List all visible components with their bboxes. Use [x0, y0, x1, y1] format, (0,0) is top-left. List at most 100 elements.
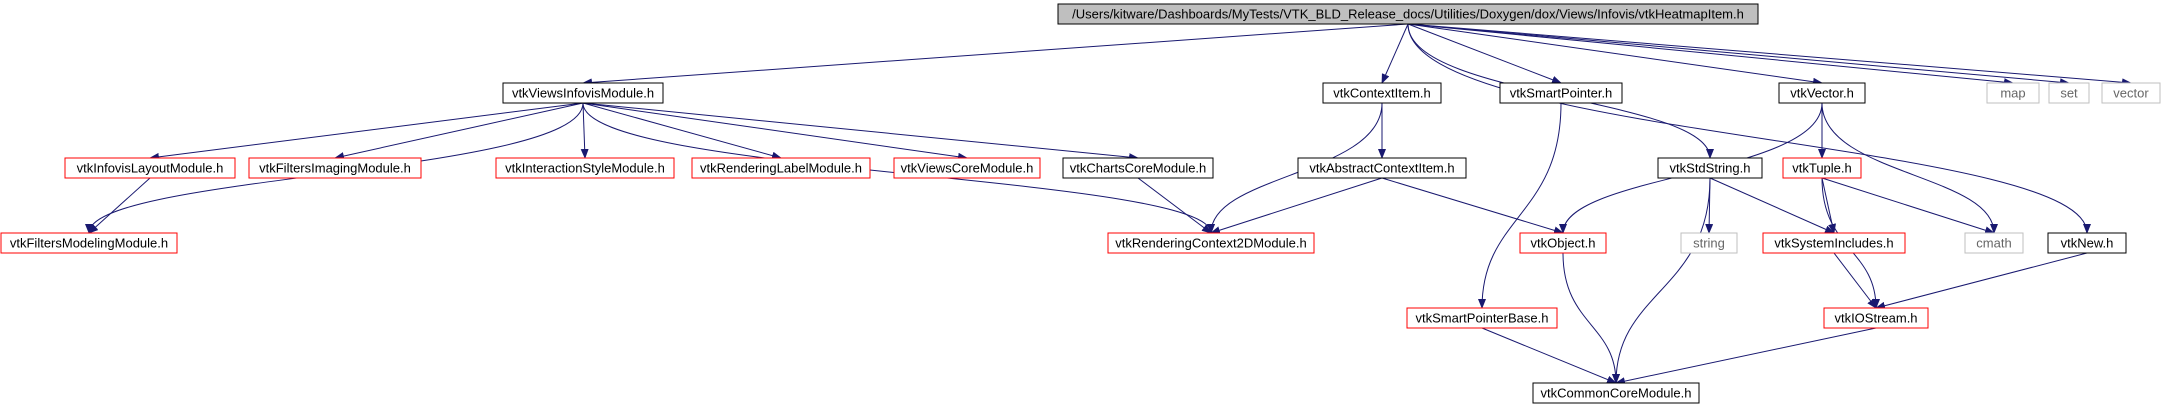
edge-root-to-contextitem: [1381, 23, 1409, 84]
edge-viewsinfovis-to-viewscore: [582, 102, 968, 161]
node-box: [1107, 232, 1315, 254]
edge-root-to-smartpointer: [1407, 23, 1562, 84]
node-box: [1680, 232, 1738, 254]
node-label: set: [2060, 86, 2078, 101]
edge-vector_h-to-cmath: [1821, 102, 1998, 234]
node-box: [691, 157, 871, 179]
node-viewsinfovis[interactable]: vtkViewsInfovisModule.h: [502, 82, 664, 104]
edge-root-to-viewsinfovis: [582, 23, 1409, 87]
node-label: vtkInfovisLayoutModule.h: [77, 161, 224, 176]
node-infovislayout[interactable]: vtkInfovisLayoutModule.h: [64, 157, 236, 179]
edge-viewsinfovis-to-renderinglabel: [582, 102, 782, 160]
node-filtersmodeling[interactable]: vtkFiltersModelingModule.h: [0, 232, 178, 254]
node-box: [1057, 3, 1759, 25]
node-contextitem[interactable]: vtkContextItem.h: [1322, 82, 1442, 104]
node-label: vtkTuple.h: [1792, 161, 1852, 176]
node-label: vtkChartsCoreModule.h: [1070, 161, 1207, 176]
node-label: vtkCommonCoreModule.h: [1540, 386, 1691, 401]
node-label: vtkFiltersImagingModule.h: [259, 161, 411, 176]
node-box: [1406, 307, 1558, 329]
node-viewscore[interactable]: vtkViewsCoreModule.h: [893, 157, 1041, 179]
edge-abstractcontextitem-to-object: [1381, 177, 1564, 235]
node-label: vtkAbstractContextItem.h: [1309, 161, 1454, 176]
node-box: [2101, 82, 2161, 104]
node-box: [64, 157, 236, 179]
node-label: vtkObject.h: [1530, 236, 1595, 251]
nodes-layer: /Users/kitware/Dashboards/MyTests/VTK_BL…: [0, 3, 2161, 404]
edge-object-to-commoncore: [1562, 252, 1620, 384]
node-box: [1532, 382, 1700, 404]
node-renderingcontext2d[interactable]: vtkRenderingContext2DModule.h: [1107, 232, 1315, 254]
node-label: vtkRenderingLabelModule.h: [700, 161, 862, 176]
node-label: vtkContextItem.h: [1333, 86, 1431, 101]
node-map: map: [1986, 82, 2040, 104]
node-label: string: [1693, 236, 1725, 251]
node-box: [1778, 82, 1866, 104]
node-box: [1322, 82, 1442, 104]
node-string: string: [1680, 232, 1738, 254]
node-box: [1062, 157, 1214, 179]
edge-root-to-set: [1407, 23, 2070, 87]
edge-root-to-vector_h: [1407, 23, 1823, 86]
node-box: [1297, 157, 1467, 179]
edge-root-to-vector: [1407, 23, 2132, 87]
node-box: [0, 232, 178, 254]
node-systemincludes[interactable]: vtkSystemIncludes.h: [1762, 232, 1906, 254]
node-box: [1964, 232, 2024, 254]
node-object[interactable]: vtkObject.h: [1519, 232, 1607, 254]
node-root[interactable]: /Users/kitware/Dashboards/MyTests/VTK_BL…: [1057, 3, 1759, 25]
edge-stdstring-to-commoncore: [1612, 177, 1711, 384]
edge-root-to-new_h: [1407, 23, 2091, 234]
node-label: vtkInteractionStyleModule.h: [505, 161, 665, 176]
node-chartscore[interactable]: vtkChartsCoreModule.h: [1062, 157, 1214, 179]
edge-new_h-to-iostream: [1875, 252, 2088, 310]
node-label: vector: [2113, 86, 2149, 101]
edge-abstractcontextitem-to-renderingcontext2d: [1210, 177, 1383, 235]
edge-chartscore-to-renderingcontext2d: [1137, 177, 1212, 234]
edge-viewsinfovis-to-chartscore: [582, 102, 1139, 162]
node-vector: vector: [2101, 82, 2161, 104]
node-box: [495, 157, 675, 179]
node-box: [1519, 232, 1607, 254]
node-label: map: [2000, 86, 2025, 101]
node-smartpointerbase[interactable]: vtkSmartPointerBase.h: [1406, 307, 1558, 329]
node-label: vtkViewsCoreModule.h: [901, 161, 1034, 176]
node-label: /Users/kitware/Dashboards/MyTests/VTK_BL…: [1072, 7, 1744, 22]
node-set: set: [2048, 82, 2090, 104]
node-smartpointer[interactable]: vtkSmartPointer.h: [1499, 82, 1623, 104]
node-label: vtkRenderingContext2DModule.h: [1115, 236, 1307, 251]
edge-tuple-to-cmath: [1821, 177, 1995, 235]
node-label: vtkSmartPointer.h: [1510, 86, 1613, 101]
node-box: [502, 82, 664, 104]
edge-root-to-map: [1407, 23, 2014, 87]
node-vector_h[interactable]: vtkVector.h: [1778, 82, 1866, 104]
node-label: vtkSystemIncludes.h: [1774, 236, 1893, 251]
node-iostream[interactable]: vtkIOStream.h: [1823, 307, 1929, 329]
node-new_h[interactable]: vtkNew.h: [2047, 232, 2127, 254]
node-stdstring[interactable]: vtkStdString.h: [1657, 157, 1763, 179]
node-box: [1823, 307, 1929, 329]
edge-viewsinfovis-to-filtersimaging: [334, 102, 584, 160]
node-tuple[interactable]: vtkTuple.h: [1782, 157, 1862, 179]
node-box: [1657, 157, 1763, 179]
node-commoncore[interactable]: vtkCommonCoreModule.h: [1532, 382, 1700, 404]
edge-viewsinfovis-to-infovislayout: [149, 102, 584, 161]
node-box: [1499, 82, 1623, 104]
node-abstractcontextitem[interactable]: vtkAbstractContextItem.h: [1297, 157, 1467, 179]
node-renderinglabel[interactable]: vtkRenderingLabelModule.h: [691, 157, 871, 179]
node-label: vtkIOStream.h: [1834, 311, 1917, 326]
node-box: [893, 157, 1041, 179]
node-interactionstyle[interactable]: vtkInteractionStyleModule.h: [495, 157, 675, 179]
edge-smartpointerbase-to-commoncore: [1481, 327, 1617, 384]
node-box: [248, 157, 422, 179]
node-label: cmath: [1976, 236, 2011, 251]
node-label: vtkVector.h: [1790, 86, 1854, 101]
edge-viewsinfovis-to-interactionstyle: [580, 102, 589, 159]
node-label: vtkFiltersModelingModule.h: [10, 236, 168, 251]
node-label: vtkViewsInfovisModule.h: [512, 86, 654, 101]
edge-systemincludes-to-iostream: [1833, 252, 1877, 309]
node-filtersimaging[interactable]: vtkFiltersImagingModule.h: [248, 157, 422, 179]
node-box: [1986, 82, 2040, 104]
edge-stdstring-to-systemincludes: [1709, 177, 1835, 234]
